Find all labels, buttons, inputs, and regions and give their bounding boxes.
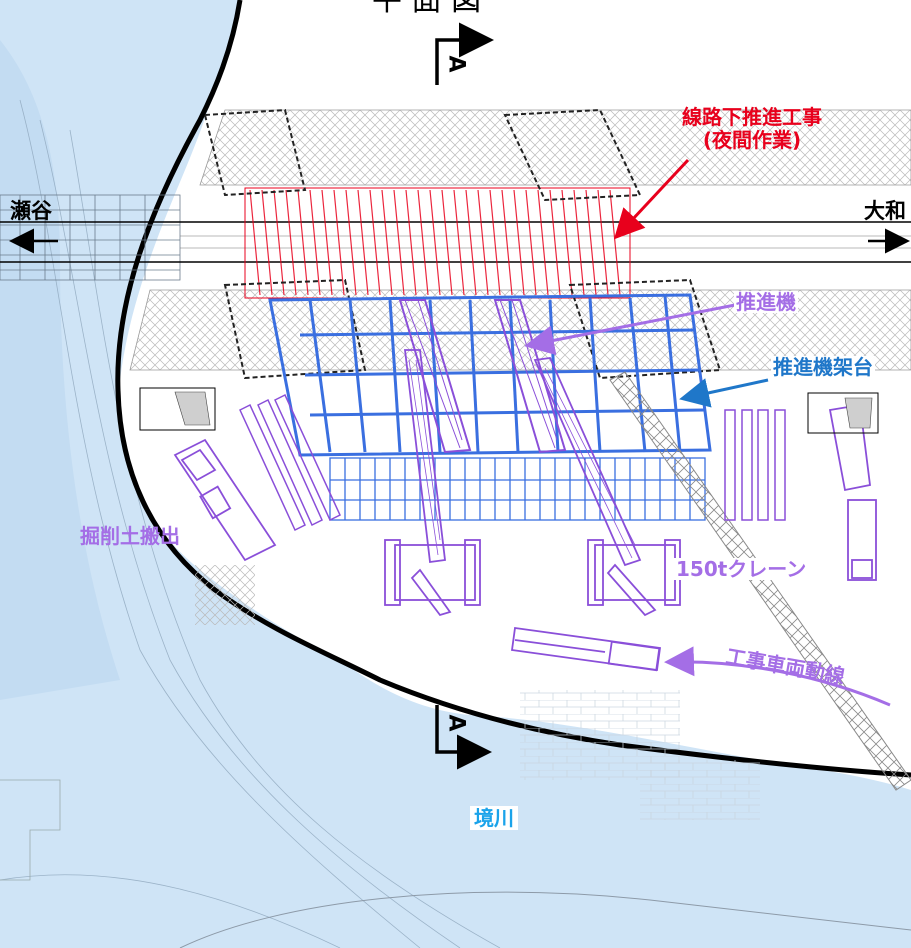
section-letter-top: A	[443, 55, 469, 73]
pipe-jacking-lines	[249, 189, 621, 296]
road-outline	[179, 891, 911, 948]
trailer-truck	[510, 626, 662, 672]
red-callout-arrow	[613, 158, 690, 240]
hatch-patch-left	[195, 565, 255, 625]
dump-truck	[173, 438, 277, 562]
work-zone-outlines	[203, 108, 722, 380]
track-work-label: 線路下推進工事 (夜間作業)	[682, 106, 822, 152]
material-stacks-right	[724, 409, 786, 521]
detail-box-right	[807, 392, 879, 434]
vehicle-route-arrow	[664, 646, 891, 707]
section-letter-bottom: A	[443, 714, 469, 732]
crane-right	[533, 357, 681, 617]
crane-label: 150tクレーン	[674, 557, 809, 581]
platform-arrow	[679, 378, 769, 408]
lower-lattice	[329, 457, 706, 521]
right-vehicles	[828, 403, 877, 581]
track-work-line2: (夜間作業)	[702, 128, 802, 152]
river-label: 境川	[470, 806, 518, 830]
jacking-machine-label: 推進機	[734, 290, 798, 314]
title-fragment: 平 面 図	[372, 0, 482, 18]
left-bank	[0, 40, 120, 700]
excavated-soil-label: 掘削土搬出	[80, 524, 180, 548]
section-marker-bottom	[435, 705, 492, 770]
direction-left-label: 瀬谷	[10, 199, 52, 223]
material-stacks-left	[239, 393, 341, 532]
river-lower	[0, 660, 911, 948]
detail-box-left	[139, 387, 216, 431]
river-contours	[0, 99, 501, 948]
railway-tracks	[0, 221, 911, 263]
jacking-machines	[398, 299, 567, 454]
crane-left	[384, 349, 481, 617]
embankment-upper	[199, 109, 911, 186]
direction-right-label: 大和	[864, 199, 906, 223]
section-marker-top	[435, 22, 494, 85]
jacking-platform-label: 推進機架台	[771, 355, 875, 379]
track-work-line1: 線路下推進工事	[682, 105, 822, 129]
river-upper	[0, 0, 340, 660]
jacking-machine-arrow	[524, 303, 736, 356]
